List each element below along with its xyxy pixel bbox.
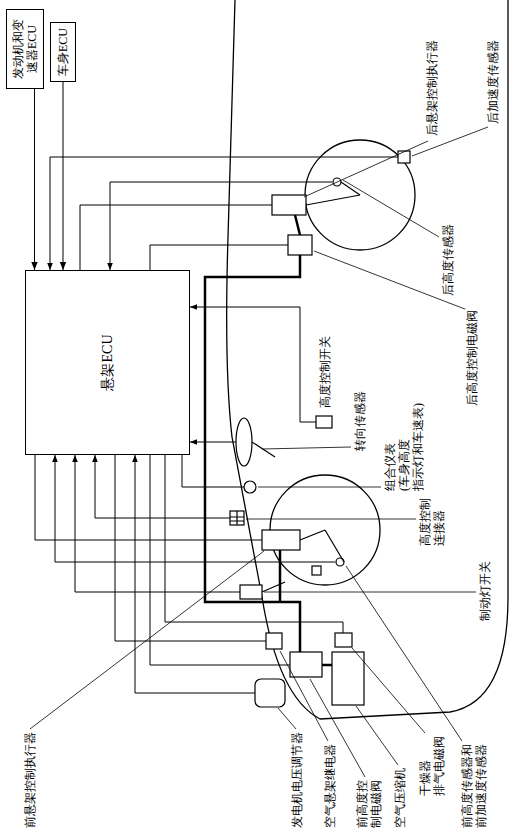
leader-line	[264, 592, 476, 593]
part-label: 后悬架控制执行器	[425, 39, 439, 137]
leader-line	[30, 551, 264, 729]
leader-line	[278, 708, 296, 729]
component-parts	[230, 511, 244, 525]
air-pipe	[322, 664, 332, 667]
signal-wire	[150, 245, 288, 270]
component-parts	[300, 530, 325, 540]
part-label: 空气悬架继电器	[323, 743, 337, 829]
component-parts	[325, 530, 344, 562]
component-parts	[288, 235, 312, 255]
part-label: 前高度传感器和 前加速度传感器	[460, 743, 488, 829]
signal-wire	[115, 455, 266, 641]
component-parts	[312, 566, 321, 575]
component-parts	[236, 418, 252, 466]
component-parts	[230, 511, 244, 525]
part-label: 干燥器 排气电磁阀	[418, 735, 446, 797]
signal-wire	[110, 182, 332, 270]
part-label: 前高度控 制电磁阀	[355, 779, 383, 829]
component-parts	[266, 633, 282, 649]
signal-wire	[190, 442, 236, 443]
component-parts	[255, 679, 285, 707]
signal-wire	[135, 455, 255, 693]
part-label: 组合仪表(车身高度 指示灯和车速表)	[383, 402, 425, 492]
ecu-box: 悬架ECU	[25, 270, 190, 455]
component-parts	[240, 585, 262, 599]
part-label: 高度控制 连接器	[418, 497, 446, 547]
signal-wire	[55, 455, 335, 562]
ecu-box: 发动机和变 速器ECU	[6, 9, 44, 89]
leader-line	[412, 127, 488, 156]
part-label: 后高度控制电磁阀	[465, 309, 479, 407]
leader-line	[310, 679, 365, 777]
part-label: 前悬架控制执行器	[23, 731, 37, 829]
air-pipe	[205, 215, 332, 665]
part-label: 高度控制开关	[318, 335, 332, 409]
box-text: 发动机和变 速器ECU	[11, 19, 39, 79]
box-text: 悬架ECU	[100, 335, 116, 391]
component-parts	[306, 195, 360, 205]
signal-wire	[182, 455, 244, 487]
signal-wire	[150, 455, 290, 665]
car-body	[227, 0, 508, 719]
part-label: 制动灯开关	[478, 560, 492, 622]
signal-wire	[35, 455, 262, 540]
component-parts	[252, 442, 275, 457]
component-parts	[272, 195, 306, 215]
air-pipe	[279, 550, 282, 602]
box-text: 车身ECU	[56, 28, 70, 76]
ecu-box: 车身ECU	[50, 22, 76, 82]
signal-arrow	[34, 89, 35, 270]
component-parts	[262, 530, 300, 550]
component-parts	[398, 151, 410, 163]
part-label: 空气压缩机	[393, 767, 407, 829]
component-parts	[290, 652, 322, 677]
component-parts	[335, 633, 352, 647]
signal-wire	[50, 157, 398, 270]
leader-line	[346, 566, 462, 741]
signal-wire	[80, 205, 272, 270]
wheel	[270, 140, 415, 585]
leader-line	[258, 487, 381, 488]
leader-line	[343, 180, 439, 237]
part-label: 后高度传感器	[441, 223, 455, 297]
leader-line	[304, 141, 428, 197]
leader-line	[352, 648, 425, 733]
part-label: 发电机电压调节器	[290, 731, 304, 829]
component-parts	[316, 416, 332, 428]
signal-arrow	[63, 82, 64, 270]
component-parts	[332, 652, 364, 705]
leader-line	[280, 651, 328, 741]
leader-line	[246, 519, 416, 520]
car-body	[227, 0, 508, 719]
part-label: 后加速度传感器	[486, 39, 500, 125]
component-parts	[262, 582, 285, 592]
leader-line	[262, 447, 351, 449]
component-parts	[244, 481, 256, 493]
signal-wire	[190, 307, 316, 422]
part-label: 转向传感器	[353, 390, 367, 452]
leader-line	[356, 706, 398, 765]
air-pipe	[295, 215, 300, 235]
signal-wire	[75, 455, 240, 592]
